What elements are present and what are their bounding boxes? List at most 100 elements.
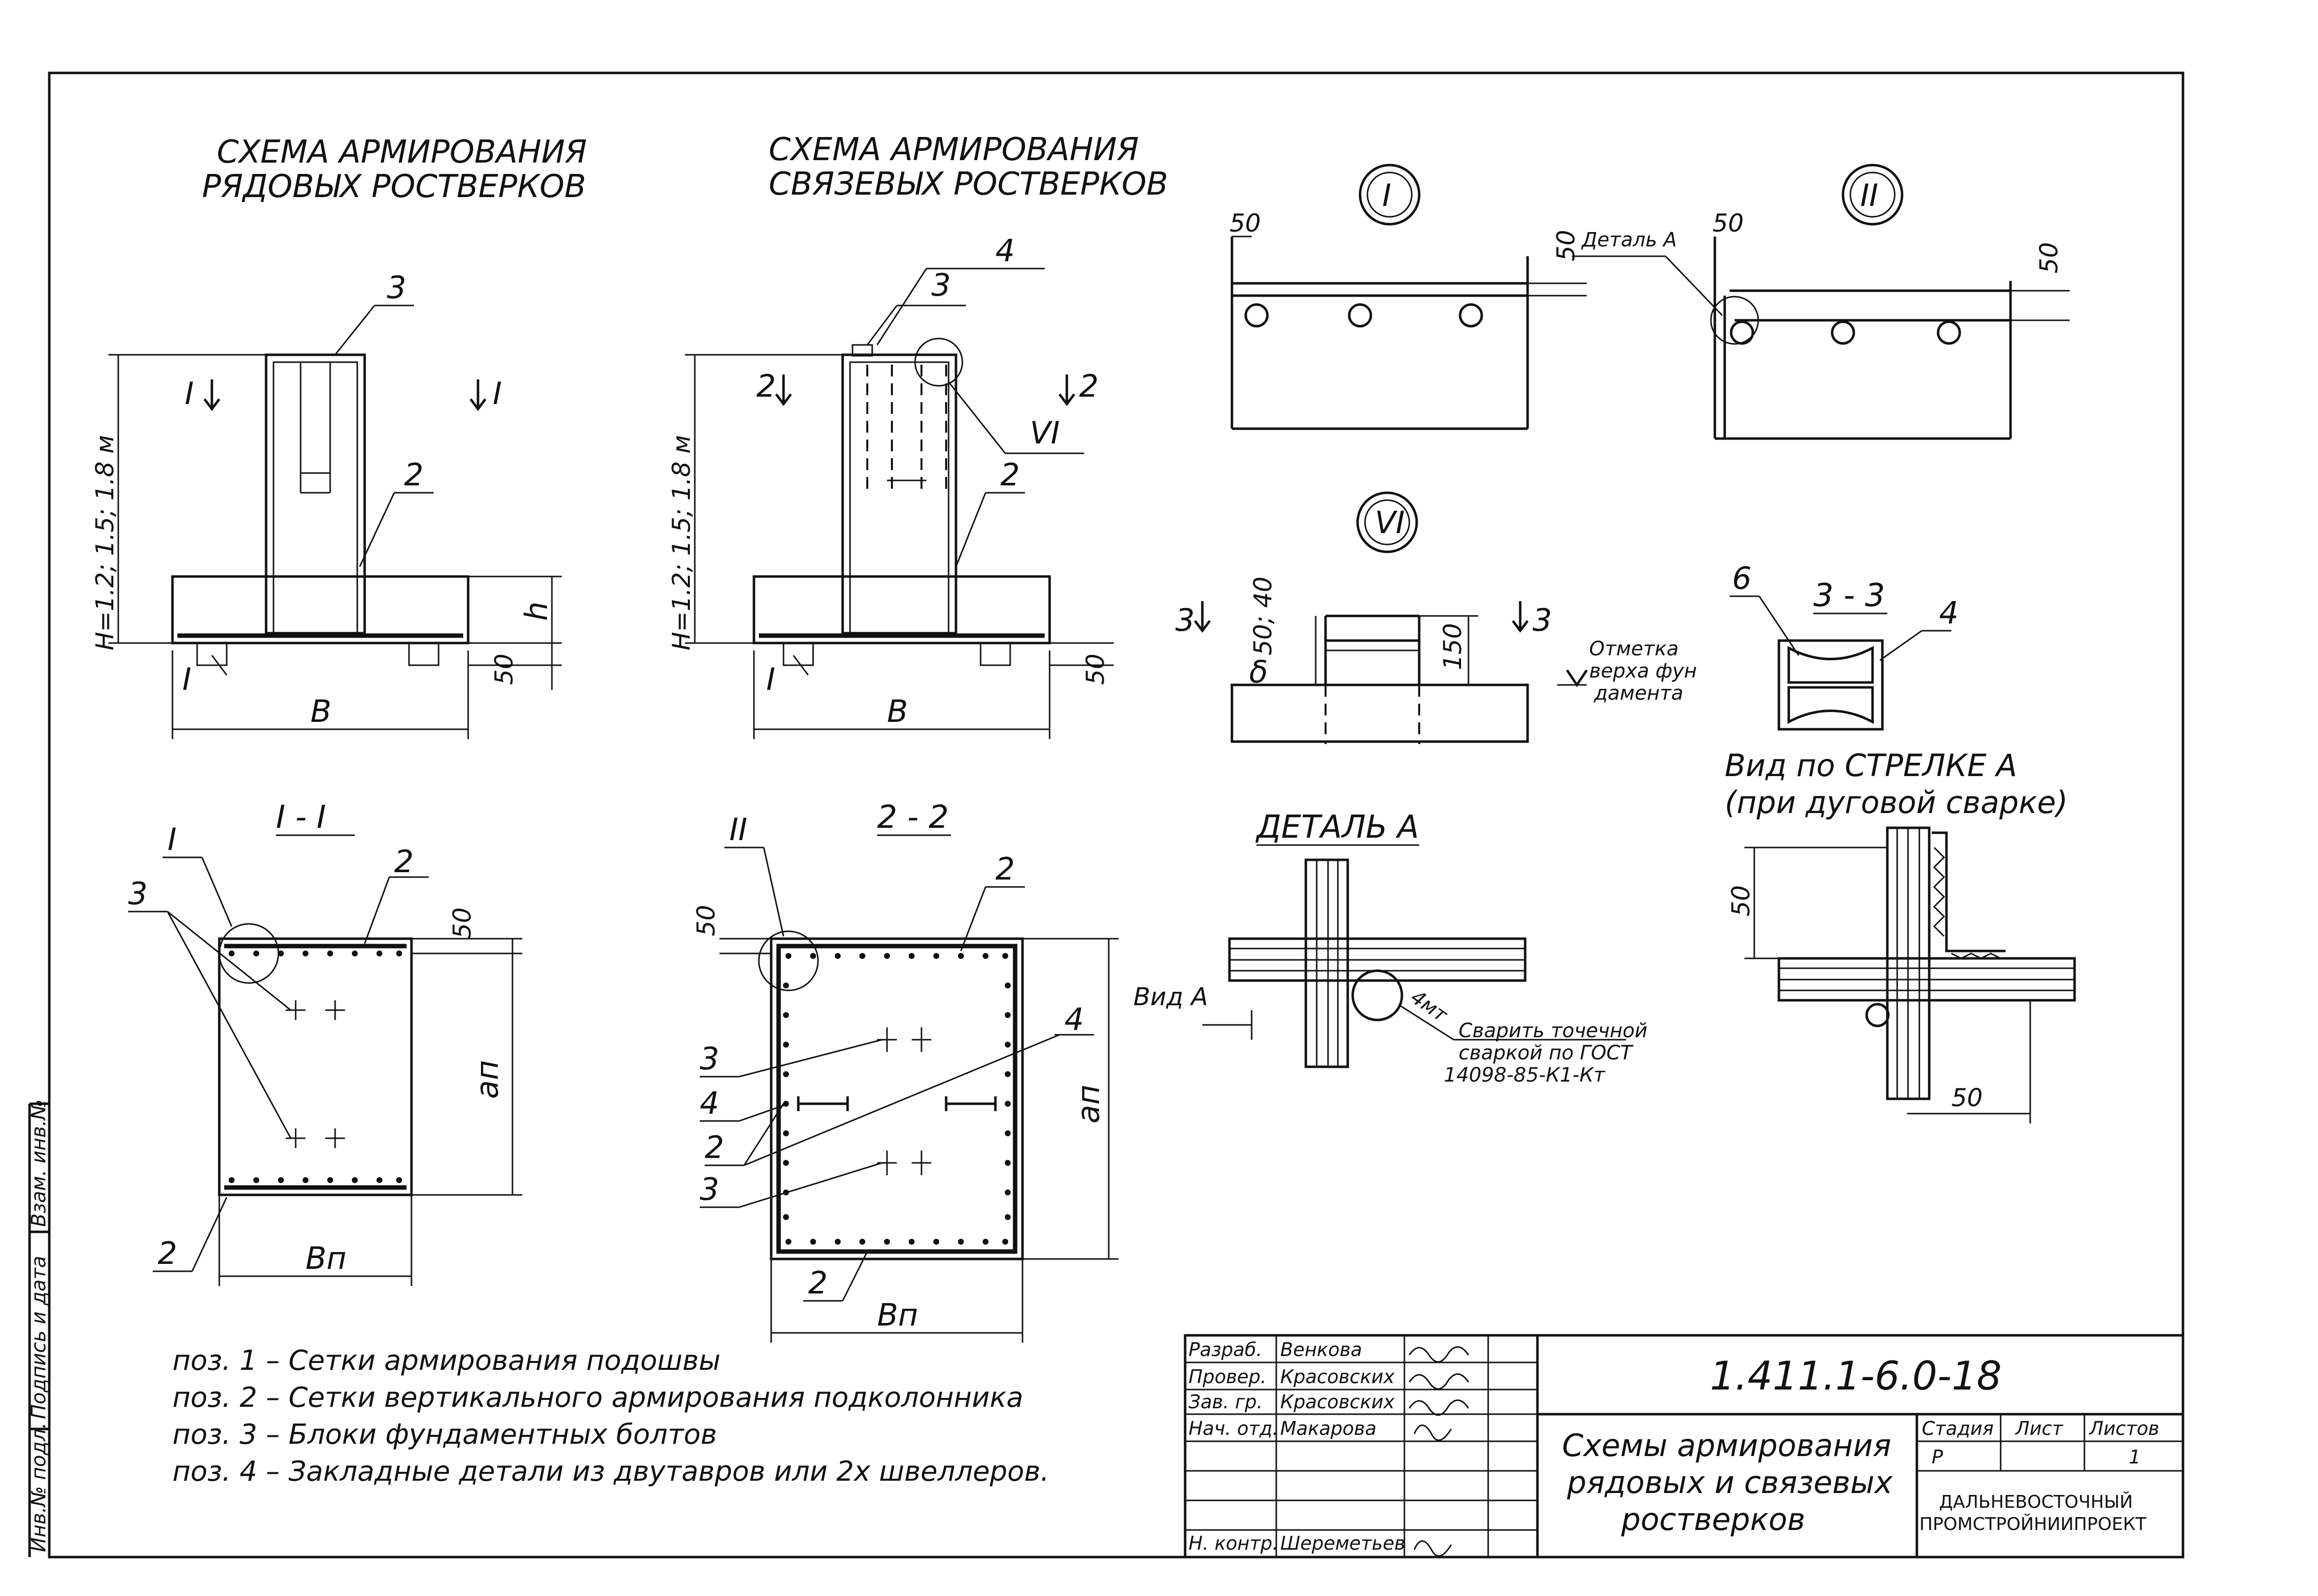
section-1-1-node: I	[168, 821, 176, 857]
row-pos-3: 3	[387, 270, 406, 306]
node-2-detail-a-ref: Деталь А	[1581, 229, 1677, 251]
section-1-1-dim-50: 50	[448, 907, 477, 939]
detail-a-title: ДЕТАЛЬ А	[1255, 809, 1419, 846]
node-6-mark-right: 3	[1533, 602, 1552, 638]
section-1-1-ap: aп	[469, 1060, 505, 1099]
tb-org-2: ПРОМСТРОЙНИИПРОЕКТ	[1919, 1514, 2147, 1534]
node-2-label: II	[1860, 177, 1878, 213]
section-2-2-pos-3-bottom: 3	[700, 1171, 719, 1207]
note-pos-3: поз. 3 – Блоки фундаментных болтов	[172, 1419, 717, 1451]
side-stamp: Инв.№ подл. Подпись и дата Взам. инв.№	[28, 1099, 50, 1557]
side-stamp-sign: Подпись и дата	[28, 1256, 50, 1419]
section-3-3: 3 - 3 6 4	[1730, 560, 1958, 731]
node-6-dim-50-40: 50; 40	[1249, 577, 1277, 655]
view-arrow-dim-50-bottom: 50	[1951, 1084, 1983, 1112]
node-1-dim-50-top: 50	[1229, 209, 1261, 238]
section-1-1-bolt-blocks	[286, 1000, 345, 1148]
detail-a-view-label: Вид А	[1133, 983, 1208, 1011]
node-6-label: VI	[1375, 505, 1405, 541]
level-mark-2: верха фун	[1589, 660, 1697, 682]
tb-sheets-label: Листов	[2088, 1418, 2159, 1439]
title-block: Разраб. Венкова Провер. Красовских Зав. …	[1184, 1334, 2184, 1559]
section-2-2-dim-50: 50	[692, 905, 720, 936]
tb-name-0: Венкова	[1280, 1339, 1362, 1360]
section-1-1-title: I - I	[276, 799, 326, 836]
node-1-detail: I 50 50	[1229, 164, 1587, 430]
section-2-2-pos-2-top: 2	[995, 851, 1015, 887]
node-6-detail: VI 3 3 150 50; 40 δ Отметка верха фун да…	[1175, 491, 1697, 744]
detail-a: ДЕТАЛЬ А Вид А 4мт Сварить точечной свар…	[1133, 809, 1647, 1087]
row-scheme-title-2: РЯДОВЫХ РОСТВЕРКОВ	[202, 169, 586, 205]
view-arrow-dim-50-left: 50	[1727, 885, 1755, 917]
section-2-2-title: 2 - 2	[877, 799, 949, 836]
tie-section-mark-right: 2	[1079, 368, 1098, 404]
tie-section-mark-left: 2	[756, 368, 776, 404]
tb-role-6: Н. контр.	[1189, 1532, 1278, 1554]
tie-grillage-scheme: СХЕМА АРМИРОВАНИЯ СВЯЗЕВЫХ РОСТВЕРКОВ 2 …	[667, 132, 1168, 739]
tie-pos-2: 2	[1000, 457, 1020, 493]
side-stamp-inv: Инв.№ подл.	[28, 1423, 50, 1552]
note-pos-1: поз. 1 – Сетки армирования подошвы	[172, 1345, 720, 1377]
signatures	[1408, 1346, 1469, 1557]
tb-org-1: ДАЛЬНЕВОСТОЧНЫЙ	[1939, 1492, 2133, 1512]
section-3-3-pos-4: 4	[1939, 595, 1958, 631]
section-3-3-pos-6: 6	[1732, 560, 1751, 596]
note-pos-4: поз. 4 – Закладные детали из двутавров и…	[172, 1456, 1049, 1488]
note-pos-2: поз. 2 – Сетки вертикального армирования…	[172, 1382, 1023, 1414]
side-stamp-replace: Взам. инв.№	[28, 1099, 50, 1227]
section-1-1-pos-3: 3	[128, 876, 147, 912]
section-2-2-pos-2-mid: 2	[705, 1129, 724, 1165]
section-2-2-pos-3-top: 3	[700, 1041, 719, 1077]
node-1-label: I	[1382, 177, 1391, 213]
tie-pos-3: 3	[931, 267, 951, 303]
section-2-2-bp: Bп	[877, 1297, 918, 1333]
weld-note-3: 14098-85-К1-Кт	[1444, 1064, 1606, 1087]
row-section-mark-right: I	[493, 375, 502, 411]
tb-title-1: Схемы армирования	[1562, 1427, 1891, 1463]
weld-note-1: Сварить точечной	[1459, 1019, 1647, 1042]
node-6-dim-150: 150	[1438, 623, 1467, 670]
row-pos-2: 2	[404, 457, 423, 493]
row-height-label: H=1.2; 1.5; 1.8 м	[91, 435, 119, 650]
tb-name-6: Шереметьев	[1280, 1532, 1405, 1554]
section-2-2-ap: aп	[1070, 1085, 1106, 1123]
level-mark-1: Отметка	[1589, 638, 1679, 660]
level-mark-3: дамента	[1594, 682, 1683, 705]
tb-name-2: Красовских	[1280, 1391, 1395, 1413]
tb-role-3: Нач. отд.	[1189, 1418, 1278, 1439]
tb-role-0: Разраб.	[1189, 1339, 1262, 1360]
tb-code: 1.411.1-6.0-18	[1710, 1353, 2002, 1399]
tie-scheme-title-1: СХЕМА АРМИРОВАНИЯ	[769, 132, 1139, 168]
section-1-1-pos-2-top: 2	[394, 844, 413, 880]
tb-title-2: рядовых и связевых	[1567, 1464, 1893, 1500]
tie-b-label: B	[887, 693, 908, 729]
tb-stage-label: Стадия	[1922, 1418, 1994, 1439]
tie-pos-4: 4	[995, 233, 1015, 269]
tb-sheet-label: Лист	[2014, 1418, 2064, 1439]
sheet-frame	[48, 71, 2184, 1559]
tb-title-3: ростверков	[1621, 1501, 1805, 1537]
row-h-label: h	[518, 602, 554, 621]
view-arrow-title-2: (при дуговой сварке)	[1725, 784, 2068, 820]
weld-note-2: сваркой по ГОСТ	[1459, 1042, 1634, 1064]
tb-role-1: Провер.	[1189, 1366, 1266, 1388]
tie-dim-50: 50	[1081, 653, 1110, 685]
section-2-2-pos-2-bottom: 2	[808, 1265, 827, 1301]
section-2-2-node: II	[729, 812, 748, 848]
row-scheme-title-1: СХЕМА АРМИРОВАНИЯ	[217, 134, 587, 170]
section-2-2-bolts-and-embeds	[797, 1027, 997, 1175]
section-1-1-pos-2-bottom: 2	[158, 1235, 177, 1271]
tb-sheets: 1	[2129, 1446, 2141, 1468]
tb-stage: Р	[1932, 1446, 1943, 1468]
section-2-2: 2 - 2	[692, 799, 1119, 1343]
section-1-1-rebar-dots	[229, 951, 402, 1183]
section-1-1: I - I 50 aп Bп I	[128, 799, 522, 1286]
tb-name-1: Красовских	[1280, 1366, 1395, 1388]
tie-node-1: I	[766, 661, 775, 697]
row-grillage-scheme: СХЕМА АРМИРОВАНИЯ РЯДОВЫХ РОСТВЕРКОВ I I…	[91, 134, 587, 739]
node-2-detail: II 50 50 Деталь А	[1572, 164, 2070, 440]
row-section-mark-left: I	[185, 375, 194, 411]
row-dim-50: 50	[490, 653, 518, 685]
section-2-2-pos-4-left: 4	[700, 1085, 719, 1121]
